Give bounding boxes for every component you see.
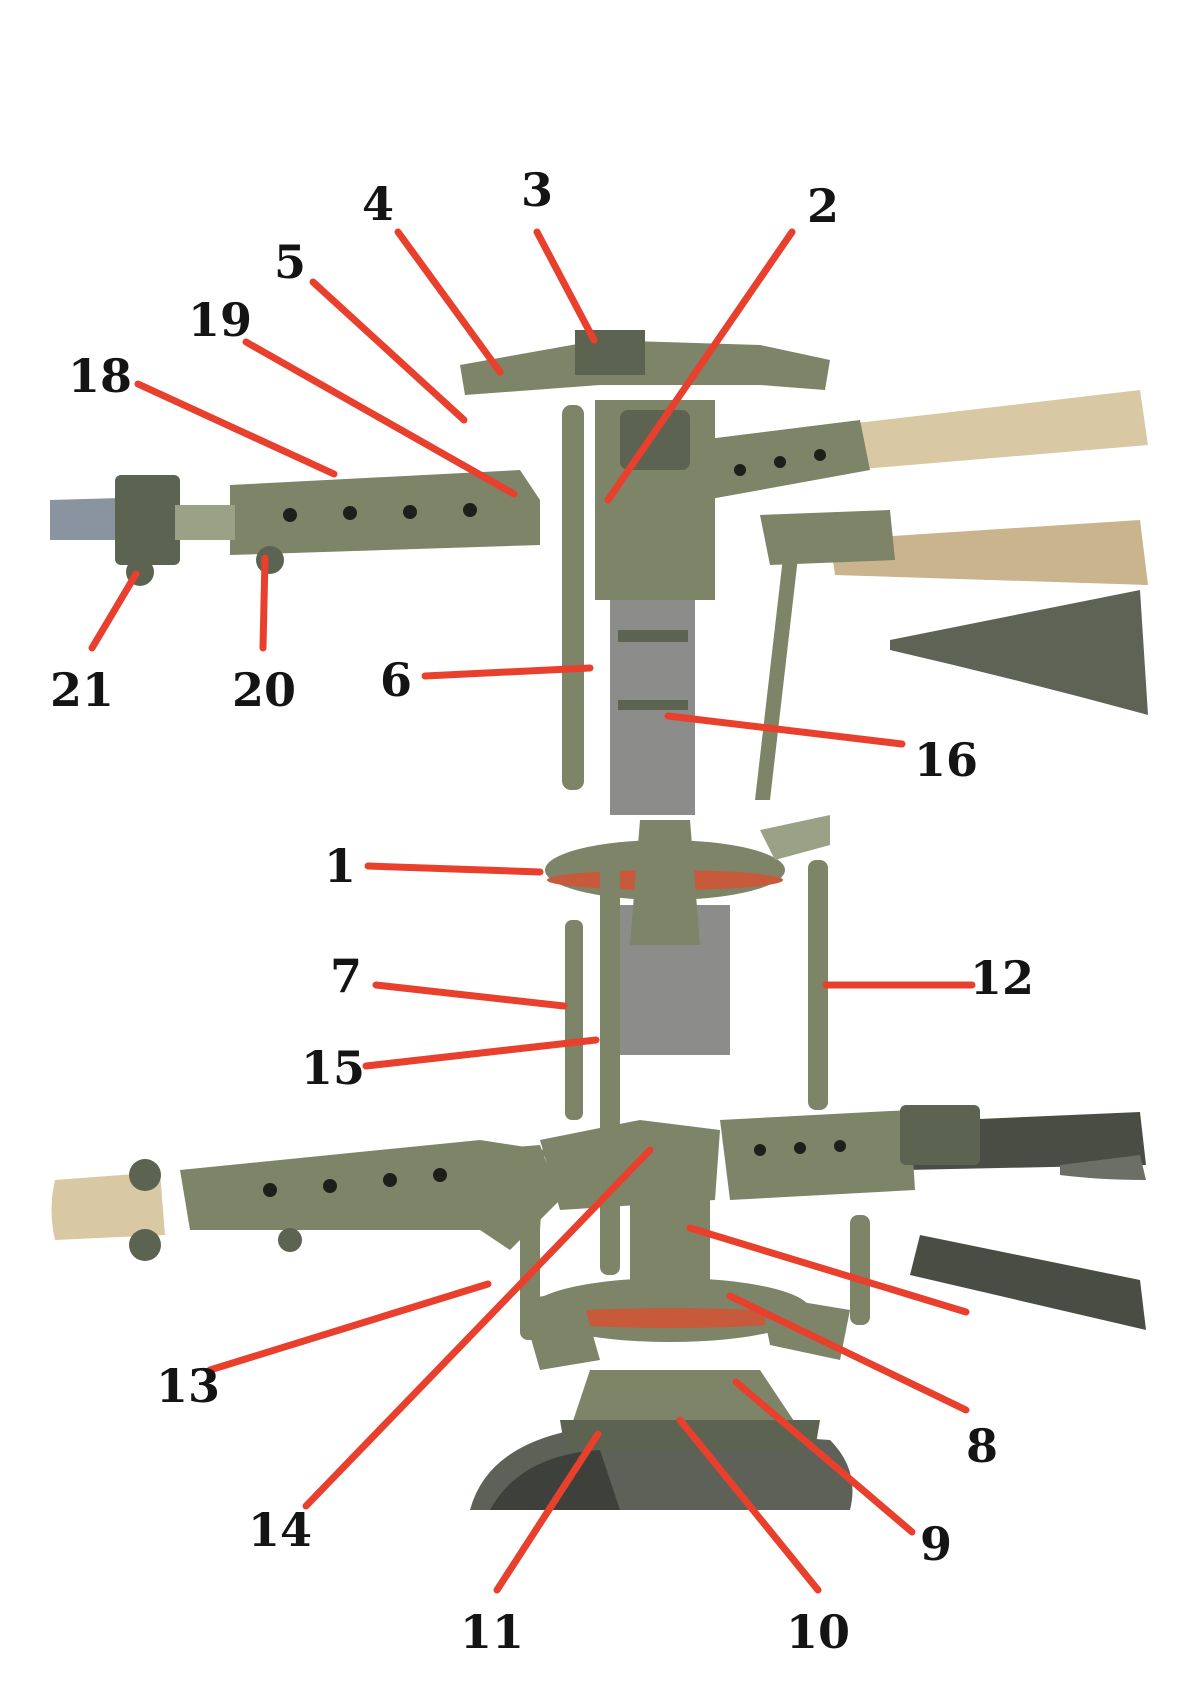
leader-9 — [732, 1378, 916, 1536]
label-1: 1 — [324, 839, 356, 893]
label-20: 20 — [232, 663, 296, 717]
leader-15 — [362, 1036, 600, 1070]
leader-14 — [302, 1146, 654, 1510]
label-10: 10 — [786, 1605, 850, 1659]
lower-right-arm — [720, 1110, 915, 1200]
leader-7 — [372, 981, 568, 1010]
label-15: 15 — [301, 1041, 365, 1095]
upper-left-arm — [230, 470, 540, 555]
leader-lines — [88, 228, 976, 1594]
lower-left-arm — [180, 1140, 545, 1230]
leader-13 — [206, 1280, 492, 1374]
leader-19 — [242, 338, 518, 498]
label-14: 14 — [248, 1503, 312, 1557]
leader-3 — [533, 228, 598, 344]
upper-blades — [50, 390, 1148, 715]
leader-1 — [364, 862, 544, 876]
leader-2 — [604, 228, 796, 504]
label-5: 5 — [274, 235, 306, 289]
label-9: 9 — [920, 1517, 952, 1571]
link-rod-7 — [565, 920, 583, 1120]
label-19: 19 — [188, 293, 252, 347]
label-2: 2 — [807, 179, 839, 233]
label-4: 4 — [362, 177, 394, 231]
leader-4 — [394, 228, 504, 376]
label-13: 13 — [156, 1359, 220, 1413]
label-7: 7 — [330, 949, 362, 1003]
pitch-rod-upper-left — [562, 405, 584, 790]
leader-16b — [686, 1224, 970, 1316]
leader-8 — [726, 1292, 970, 1414]
link-rod-12 — [808, 860, 828, 1110]
label-16: 16 — [914, 733, 978, 787]
label-6: 6 — [380, 653, 412, 707]
leader-6 — [421, 664, 594, 680]
leader-16 — [664, 712, 906, 748]
leader-18 — [134, 380, 338, 478]
label-11: 11 — [460, 1605, 524, 1659]
label-21: 21 — [50, 663, 114, 717]
label-3: 3 — [521, 163, 553, 217]
leader-20 — [259, 554, 269, 652]
label-8: 8 — [966, 1419, 998, 1473]
label-18: 18 — [68, 349, 132, 403]
leader-10 — [676, 1416, 822, 1594]
leader-21 — [88, 570, 140, 652]
rotor-illustration — [50, 330, 1148, 1510]
label-12: 12 — [970, 951, 1034, 1005]
leader-5 — [309, 278, 468, 424]
leader-11 — [493, 1430, 602, 1594]
part-labels: 1 2 3 4 5 6 7 8 9 10 11 12 13 14 15 16 1… — [50, 163, 1034, 1659]
